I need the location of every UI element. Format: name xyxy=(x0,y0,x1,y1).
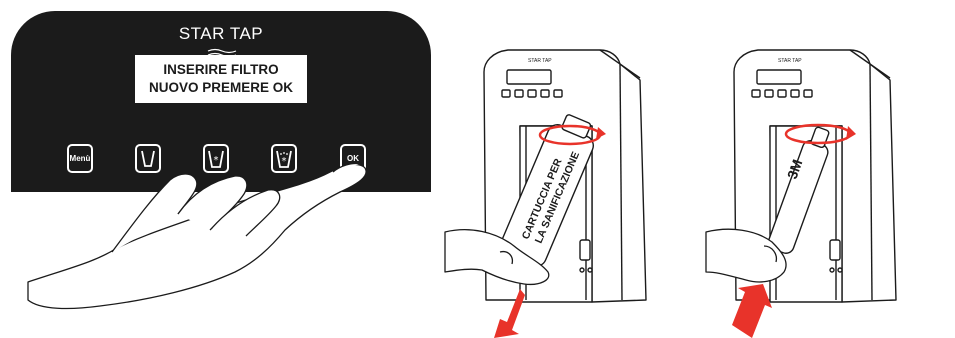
arrow-pull-down xyxy=(494,289,525,338)
arrow-push-up xyxy=(732,284,772,338)
lcd-display: INSERIRE FILTRO NUOVO PREMERE OK xyxy=(135,55,307,103)
menu-button[interactable]: Menù xyxy=(67,144,93,173)
display-line-2: NUOVO PREMERE OK xyxy=(148,80,294,95)
hand-pressing-ok xyxy=(27,162,367,310)
hand-right xyxy=(705,228,787,283)
sparkling-water-icon: * xyxy=(276,150,292,168)
hand-left xyxy=(444,229,550,286)
cartridge-brand-3m: 3M xyxy=(784,157,806,181)
cold-water-icon: * xyxy=(208,150,224,168)
device-left-brand: STAR TAP xyxy=(528,58,552,64)
device-right-buttons xyxy=(751,89,813,98)
glass-button[interactable] xyxy=(135,144,161,173)
rotate-arrow-left xyxy=(538,124,606,146)
display-line-1: INSERIRE FILTRO xyxy=(163,62,279,77)
svg-text:*: * xyxy=(282,156,287,167)
rotate-arrow-right xyxy=(784,123,856,145)
device-right-brand: STAR TAP xyxy=(778,58,802,64)
brand-logo: STAR TAP xyxy=(178,24,264,43)
control-panel: STAR TAP INSERIRE FILTRO NUOVO PREMERE O… xyxy=(11,11,431,192)
svg-text:*: * xyxy=(214,155,219,166)
sparkling-water-button[interactable]: * xyxy=(271,144,297,173)
menu-label: Menù xyxy=(69,154,91,163)
ok-label: OK xyxy=(347,154,359,163)
cold-water-button[interactable]: * xyxy=(203,144,229,173)
glass-icon xyxy=(141,150,155,167)
device-left-buttons xyxy=(501,89,563,98)
